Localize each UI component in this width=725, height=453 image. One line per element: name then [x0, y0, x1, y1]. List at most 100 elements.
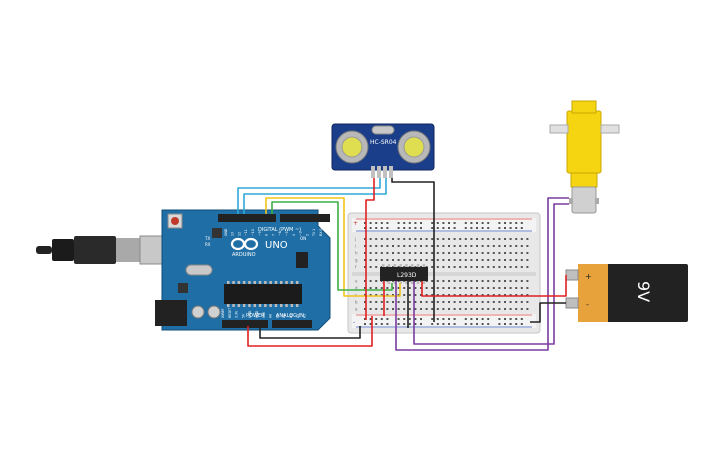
rail-hole	[487, 227, 490, 229]
strip-hole	[464, 294, 467, 296]
rail-hole	[509, 318, 512, 320]
motor-gear-cap	[570, 172, 598, 188]
strip-hole	[464, 245, 467, 247]
strip-hole	[392, 252, 394, 254]
strip-hole	[408, 252, 411, 254]
digital-pin-label: 12	[237, 232, 241, 236]
strip-hole	[515, 301, 518, 303]
strip-hole	[520, 280, 523, 282]
strip-hole	[375, 266, 378, 268]
wire-red-battery[interactable]	[421, 275, 567, 297]
strip-hole	[509, 287, 512, 289]
motor-gearbox	[566, 110, 602, 174]
rail-hole	[504, 318, 506, 320]
chip-leg	[248, 304, 251, 307]
chip-leg	[258, 304, 262, 307]
wire-green[interactable]	[271, 201, 393, 291]
wire-yellow[interactable]	[265, 197, 401, 297]
strip-hole	[526, 287, 529, 289]
strip-hole	[442, 294, 445, 296]
rail-hole	[464, 222, 467, 224]
strip-hole	[481, 280, 484, 282]
strip-hole	[470, 259, 473, 261]
wire-red-5v[interactable]	[247, 316, 373, 347]
strip-hole	[420, 301, 422, 303]
motor-shaft-right	[600, 124, 620, 134]
wire-purple-motor-1[interactable]	[395, 197, 569, 351]
strip-hole	[448, 252, 450, 254]
rail-hole	[476, 227, 478, 229]
strip-hole	[526, 280, 529, 282]
strip-hole	[476, 308, 478, 310]
strip-hole	[364, 259, 366, 261]
strip-hole	[464, 280, 467, 282]
power-pin-label: IOREF	[221, 308, 225, 318]
strip-hole	[436, 238, 439, 240]
wire-black-sensor-gnd[interactable]	[391, 178, 435, 322]
tx-label: TX	[204, 236, 210, 241]
strip-hole	[526, 301, 529, 303]
strip-hole	[414, 294, 417, 296]
wire-cyan-trig[interactable]	[237, 178, 381, 214]
wire-cyan-echo[interactable]	[243, 178, 387, 214]
strip-hole	[515, 287, 518, 289]
dc-power-jack[interactable]	[155, 300, 187, 326]
strip-hole	[504, 238, 506, 240]
power-pin-label: A2	[282, 314, 286, 318]
rail-hole	[364, 323, 366, 325]
strip-hole	[526, 252, 529, 254]
strip-hole	[425, 238, 428, 240]
hc-sr04-sensor[interactable]: HC-SR04	[331, 123, 435, 178]
rail-hole	[453, 227, 456, 229]
rail-hole	[397, 227, 400, 229]
wire-red-sensor-vcc[interactable]	[365, 178, 375, 320]
battery-9v[interactable]: + - 9V	[565, 264, 688, 322]
strip-hole	[408, 294, 411, 296]
strip-hole	[425, 308, 428, 310]
rail-hole	[520, 222, 523, 224]
power-pin-label: A4	[296, 314, 300, 318]
strip-hole	[504, 266, 506, 268]
l293d-driver-ic[interactable]: L293D	[380, 264, 428, 284]
strip-hole	[520, 301, 523, 303]
strip-hole	[459, 308, 462, 310]
dc-gear-motor[interactable]	[549, 100, 620, 214]
wire-black-gnd[interactable]	[259, 326, 361, 339]
strip-hole	[492, 266, 495, 268]
strip-hole	[526, 266, 529, 268]
reset-button-cap	[171, 217, 179, 225]
strip-hole	[520, 259, 523, 261]
strip-hole	[504, 280, 506, 282]
digital-pin-label: 2	[305, 234, 309, 236]
rail-hole	[448, 323, 450, 325]
arduino-logo	[230, 237, 259, 251]
wire-purple-motor-2[interactable]	[413, 203, 569, 345]
row-letter: j	[354, 237, 356, 242]
ic-leg	[399, 281, 402, 284]
digital-pin-label: RX 0	[319, 229, 323, 236]
rail-hole	[487, 323, 490, 325]
strip-hole	[397, 301, 400, 303]
row-letter: b	[355, 300, 358, 305]
rail-hole	[515, 323, 518, 325]
rail-hole	[397, 318, 400, 320]
rail-hole	[386, 323, 389, 325]
strip-hole	[509, 259, 512, 261]
wire-black-battery[interactable]	[530, 302, 566, 323]
strip-hole	[476, 238, 478, 240]
strip-hole	[364, 245, 366, 247]
strip-hole	[392, 238, 394, 240]
power-pin-label: VIN	[262, 312, 266, 318]
strip-hole	[464, 287, 467, 289]
ic-leg	[405, 264, 408, 267]
strip-hole	[369, 280, 372, 282]
strip-hole	[369, 252, 372, 254]
row-letter: d	[355, 286, 358, 291]
power-pin-label: 3.3V	[235, 310, 239, 318]
rail-hole	[498, 227, 501, 229]
usb-cable[interactable]	[36, 235, 169, 265]
